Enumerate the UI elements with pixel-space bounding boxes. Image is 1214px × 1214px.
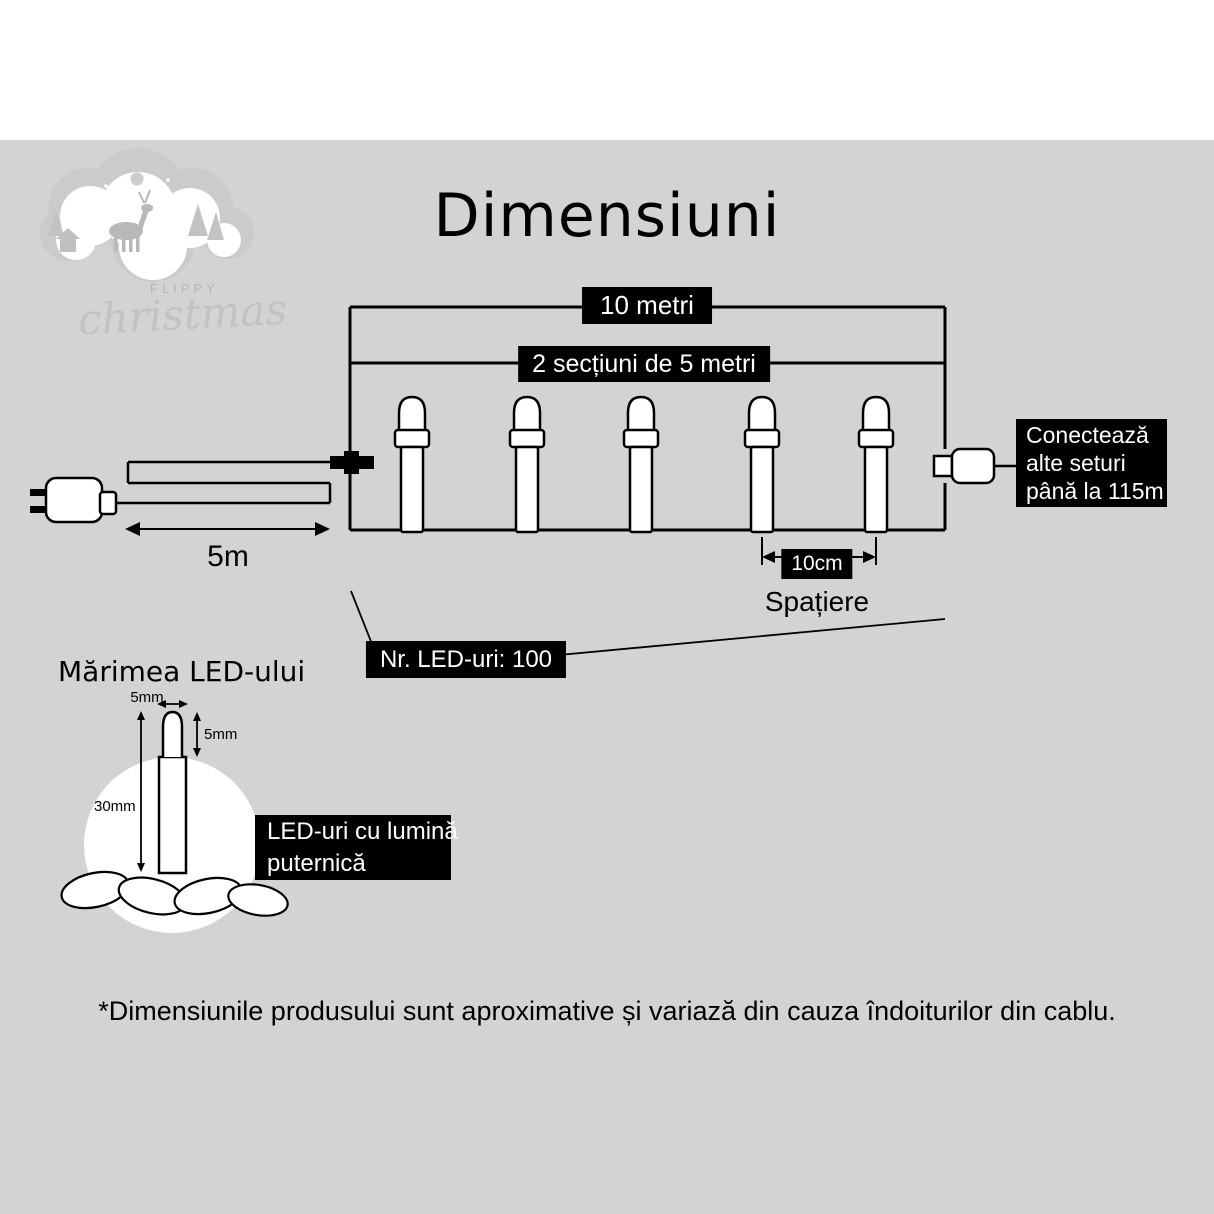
led-count-label: Nr. LED-uri: 100: [365, 641, 567, 678]
led-size-heading: Mărimea LED-ului: [58, 655, 306, 688]
spacing-caption: Spațiere: [764, 586, 870, 617]
twisted-wire-icon: [60, 870, 289, 917]
page-title: Dimensiuni: [433, 181, 781, 251]
detail-width-arrow: [157, 700, 188, 708]
led-count-leaders: [350, 590, 946, 656]
led-bulb: [508, 395, 546, 534]
connect-line-1: Conectează: [1026, 421, 1149, 448]
lead-length-arrow: [125, 522, 330, 536]
connect-line-3: până la 115m: [1026, 478, 1164, 505]
brightness-line-2: puternică: [267, 849, 366, 877]
detail-height-arrow: [137, 711, 145, 872]
house-icon: [56, 228, 80, 252]
led-bulb: [622, 395, 660, 534]
spacing-value-label: 10cm: [781, 549, 853, 579]
detail-led-bulb: [157, 710, 188, 875]
led-height-label: 30mm: [94, 798, 136, 815]
led-bulb: [743, 395, 781, 534]
connect-sets-label: Conectează alte seturi până la 115m: [1016, 419, 1167, 507]
total-length-text: 10 metri: [600, 290, 694, 320]
deer-icon: [109, 189, 153, 252]
logo-illustration: [40, 148, 254, 282]
led-width-label: 5mm: [130, 689, 164, 706]
lead-cable: [116, 460, 334, 505]
spacing-value-text: 10cm: [791, 552, 843, 575]
led-bulb: [857, 395, 895, 534]
led-dome-label: 5mm: [204, 726, 238, 743]
total-length-label: 10 metri: [582, 287, 712, 324]
end-connector-icon: [932, 447, 1016, 485]
led-brightness-label: LED-uri cu lumină puternică: [255, 815, 458, 880]
led-size-detail: [60, 700, 289, 933]
disclaimer-text: *Dimensiunile produsului sunt aproximati…: [98, 996, 1116, 1026]
detail-dome-arrow: [193, 712, 201, 757]
trees-icon: [48, 204, 224, 240]
logo-brand-text: FLIPPY: [150, 281, 219, 296]
led-bulb: [393, 395, 431, 534]
power-plug-icon: [30, 476, 118, 524]
led-bulbs: [393, 395, 895, 534]
lead-length-label: 5m: [207, 540, 249, 573]
brightness-line-1: LED-uri cu lumină: [267, 818, 458, 846]
moon-and-stars-icon: [104, 172, 185, 196]
sections-text: 2 secțiuni de 5 metri: [532, 349, 756, 378]
led-count-text: Nr. LED-uri: 100: [379, 645, 553, 673]
sections-label: 2 secțiuni de 5 metri: [518, 346, 770, 382]
inline-connector-icon: [330, 451, 374, 474]
connect-line-2: alte seturi: [1026, 449, 1126, 476]
